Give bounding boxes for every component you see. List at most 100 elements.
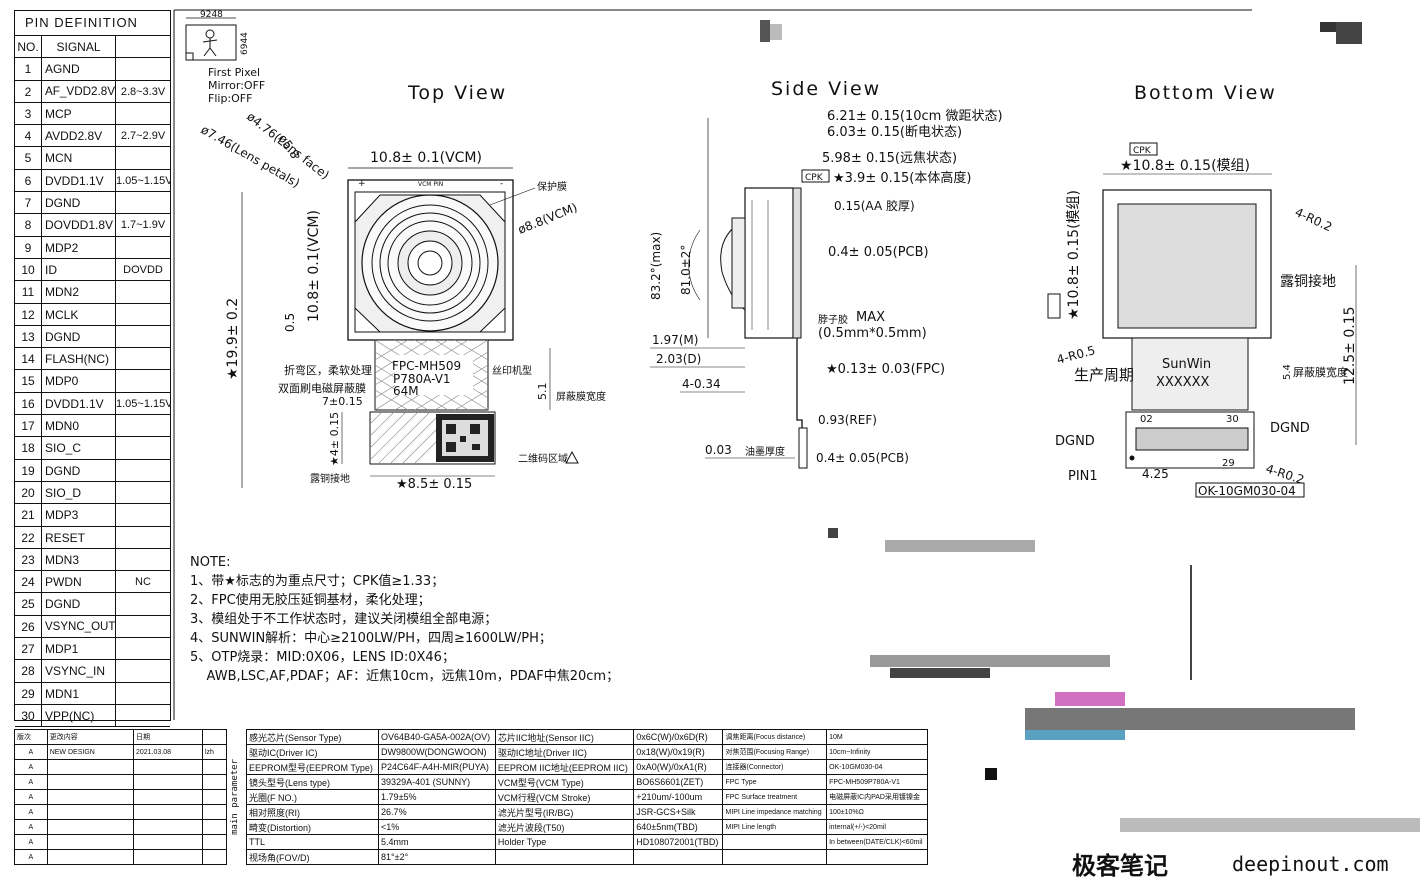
redaction-mid-4: [890, 668, 990, 678]
revision-cell: [133, 819, 203, 835]
bottom-h2: 12.5± 0.15: [1342, 306, 1358, 385]
revision-cell: [201, 789, 228, 805]
revision-cell: [46, 819, 135, 835]
shield-width: 屏蔽膜宽度: [556, 390, 606, 403]
pin-table-header: NO. SIGNAL: [15, 36, 170, 59]
pin-number: 30: [15, 704, 42, 727]
parameter-value: OK-10GM030-04: [826, 759, 928, 775]
fpc-label-1: FPC-MH509: [392, 359, 461, 373]
pin-signal: VSYNC_OUT: [42, 615, 116, 638]
pin-number: 15: [15, 370, 42, 392]
pin-signal: AF_VDD2.8V: [42, 80, 116, 102]
side-d13: 0.4± 0.05(PCB): [816, 451, 909, 465]
revision-mark: A: [14, 744, 48, 760]
parameter-value: 0x18(W)/0x19(R): [633, 744, 724, 760]
parameter-label: 光圈(F NO.): [245, 789, 380, 805]
parameter-value: DW9800W(DONGWOON): [378, 744, 496, 760]
pin-number: 3: [15, 102, 42, 125]
side-glue-max: MAX: [856, 310, 885, 325]
revision-header-cell: 版次: [14, 729, 48, 745]
revision-mark: A: [14, 789, 48, 805]
top-dim-85: ★8.5± 0.15: [396, 477, 472, 492]
parameter-label: EEPROM型号(EEPROM Type): [245, 759, 380, 775]
pin-signal: MCN: [42, 147, 116, 169]
pin-number: 20: [15, 481, 42, 504]
parameter-value: internal(+/-)<20mil: [826, 819, 928, 835]
redaction-mid-2: [885, 540, 1035, 552]
revision-cell: [201, 819, 228, 835]
redaction-top-4: [1336, 22, 1362, 44]
side-ink: 油墨厚度: [745, 445, 785, 458]
redaction-top-2: [770, 24, 782, 40]
revision-cell: [46, 759, 135, 775]
revision-header: 版次更改内容日期: [14, 729, 228, 745]
redaction-right-6: [1190, 565, 1192, 680]
pin-number: 18: [15, 437, 42, 459]
revision-mark: A: [14, 774, 48, 790]
top-dim-51: 5.1: [536, 383, 549, 401]
parameter-label: 对焦范围(Focusing Range): [722, 744, 828, 760]
top-dim-total: ★19.9± 0.2: [225, 298, 241, 380]
bottom-w: ★10.8± 0.15(模组): [1120, 158, 1250, 174]
pin-signal: RESET: [42, 526, 116, 548]
note-6: AWB,LSC,AF,PDAF；AF：近焦10cm，远焦10m，PDAF中焦20…: [190, 669, 620, 684]
pin1-marker: [1129, 455, 1135, 461]
parameter-value: OV64B40-GA5A-002A(OV): [378, 729, 496, 745]
revision-cell: [201, 834, 228, 850]
bottom-prod: 生产周期: [1074, 366, 1134, 384]
pin-signal: DGND: [42, 593, 116, 615]
pin-number: 9: [15, 236, 42, 258]
pin-signal: SIO_C: [42, 437, 116, 459]
parameter-label: 滤光片波段(T50): [494, 819, 635, 835]
pin-number: 2: [15, 80, 42, 102]
pin-number: 22: [15, 526, 42, 548]
pin-number: 10: [15, 258, 42, 281]
qr-zone: 二维码区域: [518, 452, 568, 465]
parameter-value: 10cm~Infinity: [826, 744, 928, 760]
parameter-value: 10M: [826, 729, 928, 745]
watermark-cn: 极客笔记: [1072, 851, 1168, 880]
revision-cell: [201, 849, 228, 865]
parameter-value: 81°±2°: [378, 849, 496, 865]
revision-row: A: [14, 834, 228, 850]
vcm-minus: -: [500, 179, 503, 189]
bottom-cpk: CPK: [1133, 146, 1152, 156]
redaction-top-1: [760, 20, 770, 42]
pin-number: 28: [15, 660, 42, 682]
header-signal: SIGNAL: [42, 36, 116, 58]
side-glue: 脖子胶: [818, 313, 848, 326]
pin-voltage: 2.8~3.3V: [120, 85, 166, 98]
parameter-label: 畸变(Distortion): [245, 819, 380, 835]
pin-voltage: 1.7~1.9V: [120, 219, 166, 232]
top-view-title: Top View: [407, 82, 507, 104]
side-d5: 0.15(AA 胶厚): [834, 198, 915, 213]
first-pixel-h: 6944: [240, 32, 250, 55]
parameter-label: 连接器(Connector): [722, 759, 828, 775]
parameter-label: TTL: [245, 834, 380, 850]
pin-voltage: 2.7~2.9V: [120, 130, 166, 143]
pin-signal: MCP: [42, 102, 116, 125]
pin-signal: MDP2: [42, 236, 116, 258]
parameter-value: [633, 849, 724, 865]
bottom-d425: 4.25: [1142, 467, 1169, 481]
side-angle1: 83.2°(max): [649, 232, 663, 300]
parameter-row: EEPROM型号(EEPROM Type)P24C64F-A4H-MIR(PUY…: [245, 759, 928, 775]
parameter-label: 相对照度(RI): [245, 804, 380, 820]
pin-signal: MDN1: [42, 682, 116, 704]
bottom-p02: 02: [1140, 414, 1153, 425]
first-pixel-line2: Mirror:OFF: [208, 79, 265, 92]
pin-number: 21: [15, 504, 42, 526]
pin-number: 6: [15, 169, 42, 192]
header-no: NO.: [15, 36, 42, 58]
pin-number: 12: [15, 303, 42, 325]
parameter-label: MIPI Line length: [722, 819, 828, 835]
vcm-plus: +: [358, 179, 366, 189]
